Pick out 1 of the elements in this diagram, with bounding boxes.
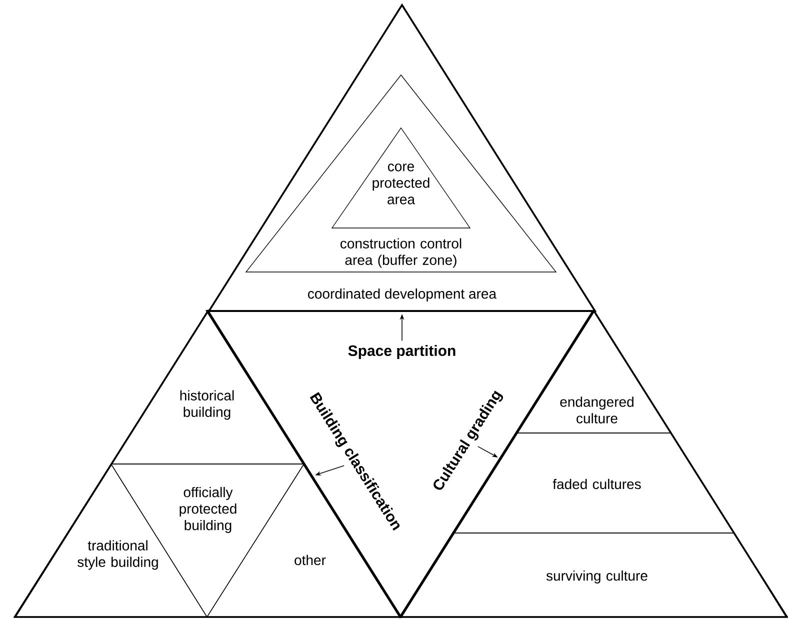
category-label: Space partition [348,345,456,359]
